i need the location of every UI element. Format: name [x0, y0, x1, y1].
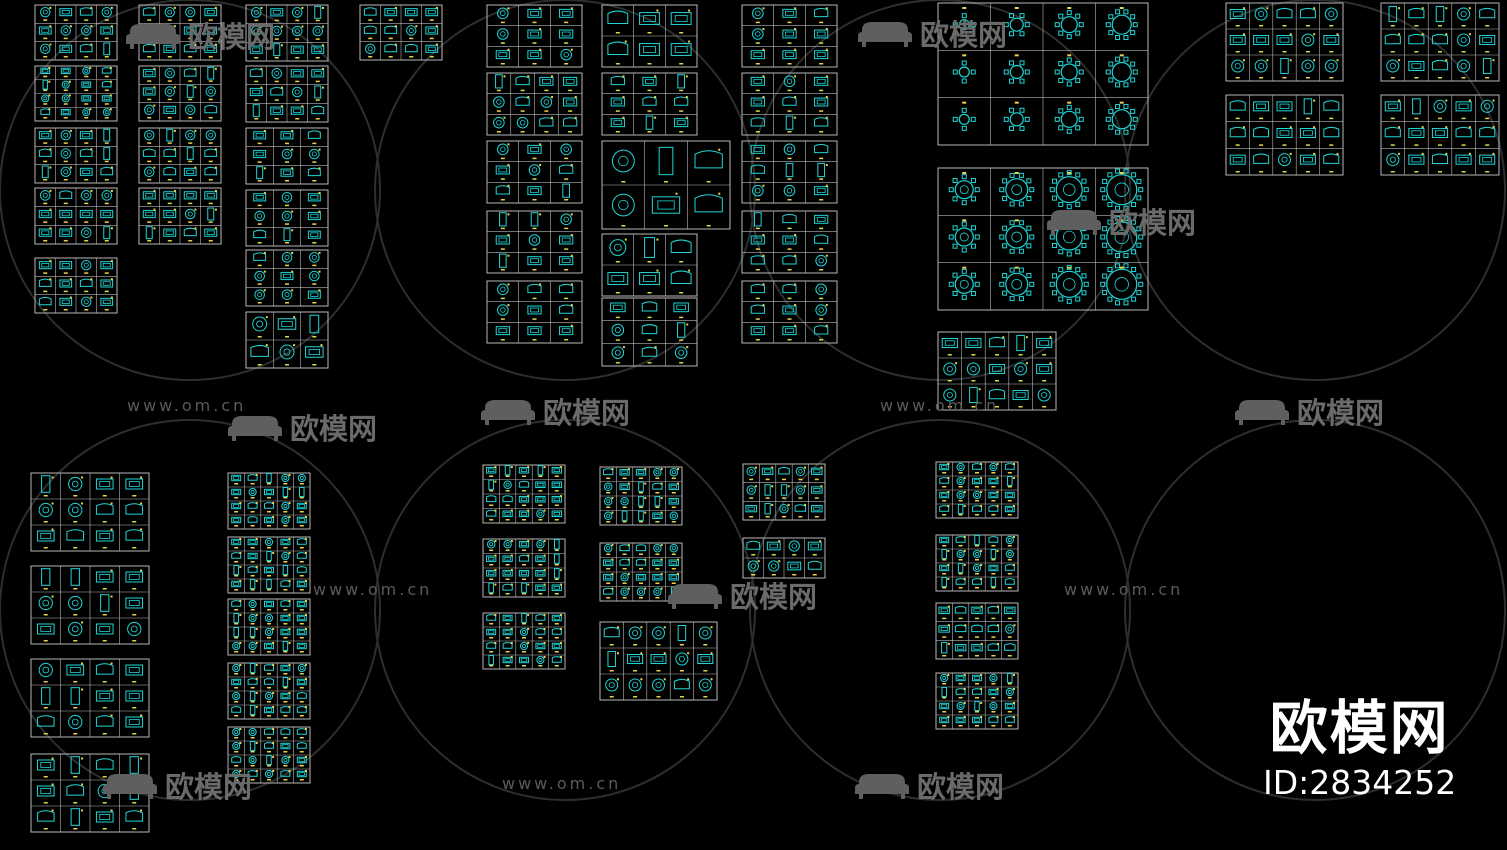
cad-sheet	[227, 598, 311, 656]
cad-sheet	[227, 726, 311, 784]
cad-sheet	[245, 249, 329, 307]
watermark-logo: 欧模网	[853, 764, 1004, 806]
watermark-circle	[749, 0, 1131, 381]
cad-sheet	[245, 65, 329, 123]
cad-sheet	[599, 621, 718, 701]
cad-sheet	[601, 72, 698, 136]
cad-sheet	[486, 210, 583, 274]
model-id: ID:2834252	[1263, 763, 1457, 802]
cad-sheet	[1225, 2, 1344, 82]
watermark-logo: 欧模网	[1233, 390, 1384, 432]
watermark-logo: 欧模网	[856, 12, 1007, 54]
sofa-icon	[855, 774, 909, 799]
cad-sheet	[227, 662, 311, 720]
cad-sheet	[601, 140, 731, 230]
cad-sheet	[34, 65, 118, 122]
sofa-icon	[858, 22, 912, 47]
cad-sheet	[935, 602, 1019, 660]
cad-sheet	[1225, 94, 1344, 176]
cad-sheet	[138, 187, 222, 245]
cad-sheet	[1380, 94, 1500, 176]
watermark-url: www.om.cn	[313, 580, 433, 599]
cad-sheet	[34, 187, 118, 245]
cad-sheet	[599, 466, 683, 526]
cad-sheet	[482, 612, 566, 670]
cad-sheet	[741, 4, 838, 68]
watermark-circle	[1124, 419, 1506, 801]
watermark-logo: 欧模网	[101, 764, 252, 806]
watermark-circles	[0, 0, 1506, 801]
cad-sheet	[482, 464, 566, 524]
watermark-circle	[374, 419, 756, 801]
cad-sheet	[245, 4, 329, 62]
cad-sheet	[741, 280, 838, 344]
cad-sheet	[227, 472, 311, 530]
brand-block: 欧模网 ID:2834252	[1263, 692, 1456, 802]
cad-sheet	[741, 72, 838, 136]
sofa-icon	[668, 584, 722, 609]
cad-sheet	[30, 753, 150, 833]
cad-sheet	[245, 189, 329, 247]
watermark-logo: 欧模网	[1045, 200, 1196, 242]
sofa-icon	[126, 24, 180, 49]
cad-sheet	[138, 127, 222, 184]
round-table-sheet	[937, 167, 1149, 311]
cad-sheet	[601, 4, 698, 68]
cad-sheet	[601, 233, 698, 297]
cad-sheet	[227, 536, 311, 594]
watermark-circle	[0, 419, 381, 801]
watermark-url: www.om.cn	[880, 396, 1000, 415]
cad-sheet	[245, 127, 329, 185]
watermark-logo: 欧模网	[479, 390, 630, 432]
cad-sheet	[1380, 2, 1500, 82]
cad-sheet	[937, 331, 1057, 411]
cad-sheet	[935, 534, 1019, 592]
watermark-circle	[0, 0, 381, 381]
cad-sheet	[34, 127, 118, 184]
round-table-sheet	[937, 2, 1149, 146]
sofa-icon	[481, 400, 535, 425]
sofa-icon	[103, 774, 157, 799]
cad-sheet	[359, 4, 443, 61]
cad-sheet	[245, 311, 329, 369]
cad-sheet	[30, 658, 150, 738]
cad-sheet	[935, 672, 1019, 730]
cad-sheet	[742, 537, 826, 579]
watermark-circle	[374, 0, 756, 381]
cad-sheet	[601, 297, 698, 367]
sofa-icon	[1047, 210, 1101, 235]
cad-sheet	[599, 542, 683, 602]
cad-sheet	[486, 280, 583, 344]
cad-sheet	[486, 72, 583, 136]
cad-sheet	[741, 210, 838, 274]
round-table-sheets	[937, 2, 1149, 311]
watermark-circle	[1124, 0, 1506, 381]
watermark-url: www.om.cn	[1064, 580, 1184, 599]
cad-sheet	[486, 4, 583, 68]
sofa-icon	[1235, 400, 1289, 425]
cad-sheet	[34, 4, 118, 61]
sofa-icon	[228, 416, 282, 441]
drawing-sheets	[30, 2, 1500, 833]
cad-sheet	[742, 463, 826, 521]
cad-sheet	[30, 472, 150, 552]
watermark-logo: 欧模网	[666, 574, 817, 616]
cad-sheet	[30, 565, 150, 645]
watermark-url: www.om.cn	[502, 774, 622, 793]
cad-sheet	[138, 65, 222, 122]
cad-sheet	[935, 461, 1019, 519]
cad-sheet	[486, 140, 583, 204]
cad-sheet	[741, 140, 838, 204]
watermark-logo: 欧模网	[124, 14, 275, 56]
cad-sheet	[482, 538, 566, 598]
watermark-circle	[749, 419, 1131, 801]
cad-sheet	[34, 257, 118, 314]
watermark-logo: 欧模网	[226, 406, 377, 448]
brand-name: 欧模网	[1269, 694, 1450, 762]
watermark-url: www.om.cn	[127, 396, 247, 415]
